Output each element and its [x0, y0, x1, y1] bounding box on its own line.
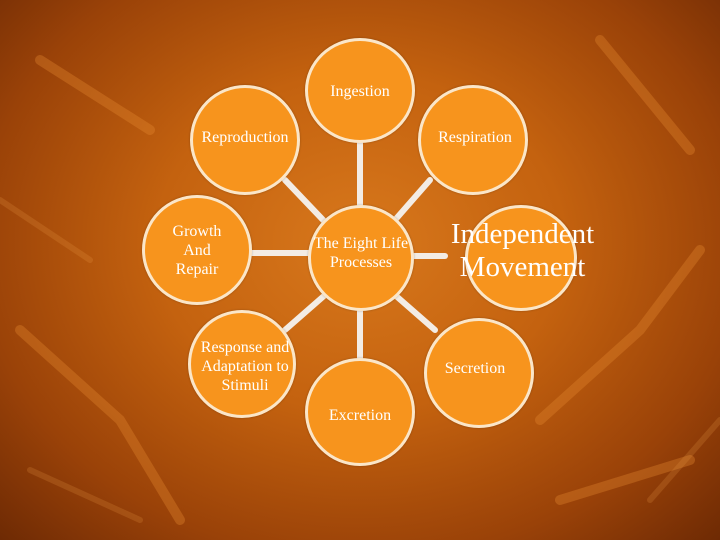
- connector-respiration: [392, 177, 433, 223]
- node-reproduction: [190, 85, 300, 195]
- node-respiration: [418, 85, 528, 195]
- connector-response: [282, 292, 328, 333]
- label-excretion: Excretion: [328, 407, 392, 424]
- label-independent-movement: Independent Movement: [450, 218, 595, 284]
- label-reproduction: Reproduction: [201, 129, 289, 146]
- label-growth: Growth And Repair: [172, 223, 222, 279]
- connector-secretion: [392, 292, 438, 333]
- node-growth: [142, 195, 252, 305]
- node-center: [308, 205, 414, 311]
- label-center: The Eight Life Processes: [313, 235, 409, 272]
- node-secretion: [424, 318, 534, 428]
- label-respiration: Respiration: [438, 129, 512, 146]
- connector-reproduction: [282, 177, 328, 225]
- node-ingestion: [305, 38, 415, 143]
- node-response: [188, 310, 296, 418]
- node-independent-movement: [465, 205, 577, 311]
- label-secretion: Secretion: [444, 360, 506, 377]
- node-excretion: [305, 358, 415, 466]
- label-ingestion: Ingestion: [330, 83, 390, 100]
- label-response: Response and Adaptation to Stimuli: [200, 339, 290, 395]
